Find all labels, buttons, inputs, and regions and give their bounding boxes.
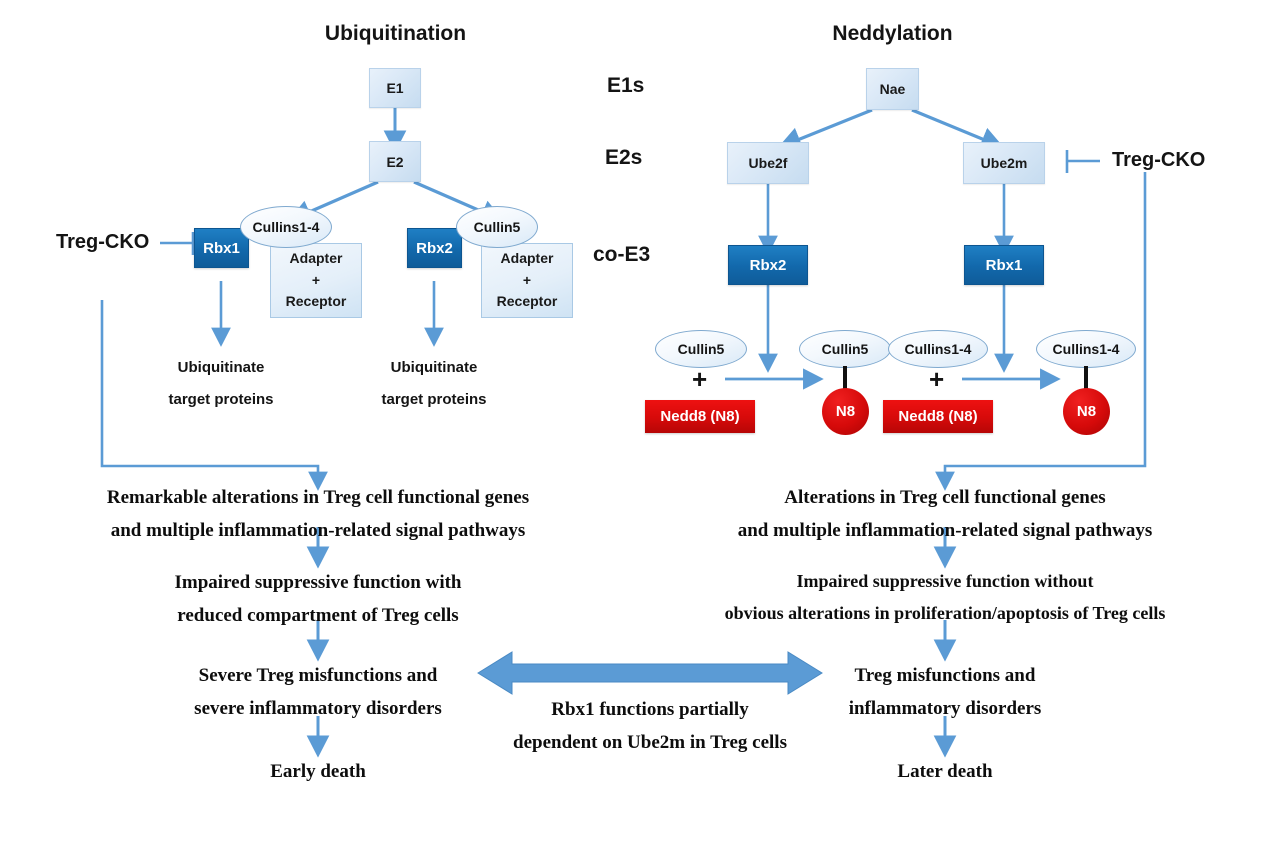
outcome-line-1: Impaired suppressive function without [796,571,1094,591]
adapter-label: Adapter [289,249,343,266]
plus-sign-left: + [692,364,708,394]
box-ube2m[interactable]: Ube2m [963,142,1045,184]
outcome-right-death: Later death [645,755,1245,788]
outcome-left-death: Early death [18,755,618,788]
box-rbx2-ubiquitination[interactable]: Rbx2 [407,228,462,268]
ellipse-cullins1-4-substrate[interactable]: Cullins1-4 [888,330,988,368]
outcome-line-1: Alterations in Treg cell functional gene… [784,487,1106,508]
outcome-line-2: severe inflammatory disorders [194,698,442,720]
outcome-right-suppressive: Impaired suppressive function without ob… [625,566,1265,629]
output-line-2: target proteins [168,390,274,408]
output-ubiquitinate-right: Ubiquitinate target proteins [354,352,514,415]
section-title-ubiquitination: Ubiquitination [324,22,467,45]
outcome-line-1: Treg misfunctions and [854,665,1036,686]
circle-n8-left[interactable]: N8 [822,388,869,435]
outcome-line-1: Remarkable alterations in Treg cell func… [106,487,530,508]
box-e2[interactable]: E2 [369,141,421,182]
outcome-line-2: and multiple inflammation-related signal… [737,520,1153,542]
outcome-line-1: Severe Treg misfunctions and [198,665,438,686]
cullin-nedd8-link-left [843,366,847,394]
output-ubiquitinate-left: Ubiquitinate target proteins [141,352,301,415]
outcome-line-2: and multiple inflammation-related signal… [110,520,526,542]
adapter-plus: + [522,271,532,288]
ellipse-cullin5-ubiquitination[interactable]: Cullin5 [456,206,538,248]
outcome-line-2: inflammatory disorders [848,698,1042,720]
outcome-line-1: Early death [270,761,366,782]
adapter-plus: + [311,271,321,288]
adapter-label: Adapter [500,249,554,266]
box-rbx2-neddylation[interactable]: Rbx2 [728,245,808,285]
receptor-label: Receptor [496,293,558,310]
outcome-left-suppressive: Impaired suppressive function with reduc… [18,566,618,633]
outcome-line-1: Impaired suppressive function with [174,572,462,593]
treg-cko-label-left: Treg-CKO [56,231,150,253]
outcome-line-1: Later death [897,761,993,782]
box-nedd8-right[interactable]: Nedd8 (N8) [883,400,993,433]
box-nedd8-left[interactable]: Nedd8 (N8) [645,400,755,433]
circle-n8-right[interactable]: N8 [1063,388,1110,435]
column-label-e2s: E2s [605,146,643,169]
bridge-line-2: dependent on Ube2m in Treg cells [513,732,787,754]
plus-sign-right: + [929,364,945,394]
cullin-nedd8-link-right [1084,366,1088,394]
outcome-left-genes: Remarkable alterations in Treg cell func… [18,481,618,548]
outcome-line-2: reduced compartment of Treg cells [177,605,459,627]
box-nae[interactable]: Nae [866,68,919,110]
box-ube2f[interactable]: Ube2f [727,142,809,184]
box-rbx1-neddylation[interactable]: Rbx1 [964,245,1044,285]
bridge-caption: Rbx1 functions partially dependent on Ub… [450,693,850,760]
receptor-label: Receptor [285,293,347,310]
outcome-right-genes: Alterations in Treg cell functional gene… [645,481,1245,548]
outcome-line-2: obvious alterations in proliferation/apo… [724,602,1166,623]
ellipse-cullins1-4-product[interactable]: Cullins1-4 [1036,330,1136,368]
bridge-line-1: Rbx1 functions partially [551,699,749,720]
outcome-right-misfunction: Treg misfunctions and inflammatory disor… [645,659,1245,726]
column-label-co-e3: co-E3 [593,243,651,266]
box-e1[interactable]: E1 [369,68,421,108]
outcome-left-misfunction: Severe Treg misfunctions and severe infl… [18,659,618,726]
treg-cko-label-right: Treg-CKO [1112,149,1206,171]
ellipse-cullin5-product[interactable]: Cullin5 [799,330,891,368]
output-line-2: target proteins [381,390,487,408]
adapter-receptor-box-left: Adapter + Receptor [270,243,362,318]
output-line-1: Ubiquitinate [177,359,265,376]
ellipse-cullins1-4-ubiquitination[interactable]: Cullins1-4 [240,206,332,248]
column-label-e1s: E1s [607,74,645,97]
box-rbx1-ubiquitination[interactable]: Rbx1 [194,228,249,268]
output-line-1: Ubiquitinate [390,359,478,376]
ellipse-cullin5-substrate[interactable]: Cullin5 [655,330,747,368]
adapter-receptor-box-right: Adapter + Receptor [481,243,573,318]
section-title-neddylation: Neddylation [832,22,953,45]
